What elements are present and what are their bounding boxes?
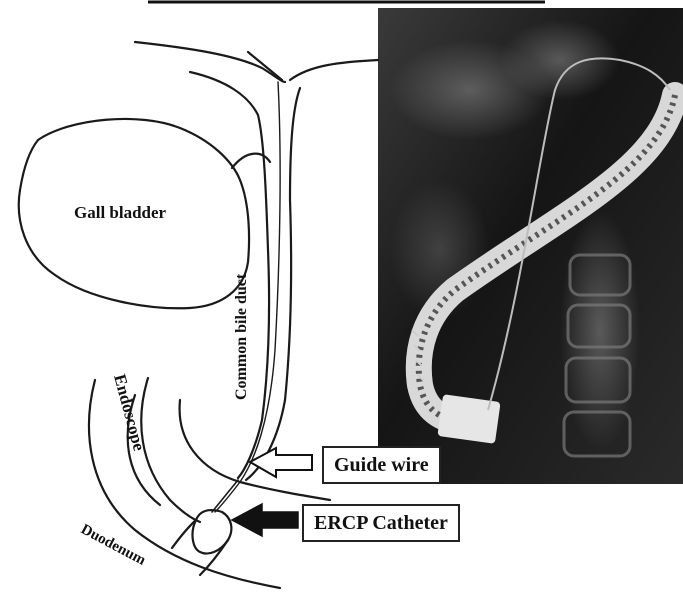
endoscope-tip [193,510,232,553]
label-endoscope: Endoscope [110,372,149,453]
hepatic-duct-left [135,42,285,82]
hepatic-duct-right [290,60,378,80]
xray-image [378,8,683,484]
hollow-arrow-left-icon [250,448,312,477]
hepatic-duct-inner-right [290,88,300,200]
duodenum-wall-right [180,400,330,500]
guide-wire-label: Guide wire [322,446,441,484]
solid-arrow-left-icon [232,504,298,536]
hepatic-branch [248,52,282,80]
label-duodenum: Duodenum [78,521,149,569]
label-gall-bladder: Gall bladder [74,203,167,222]
ercp-catheter-label: ERCP Catheter [302,504,460,542]
label-common-bile-duct: Common bile duct [233,273,250,400]
ercp-catheter-shaft [212,480,238,512]
